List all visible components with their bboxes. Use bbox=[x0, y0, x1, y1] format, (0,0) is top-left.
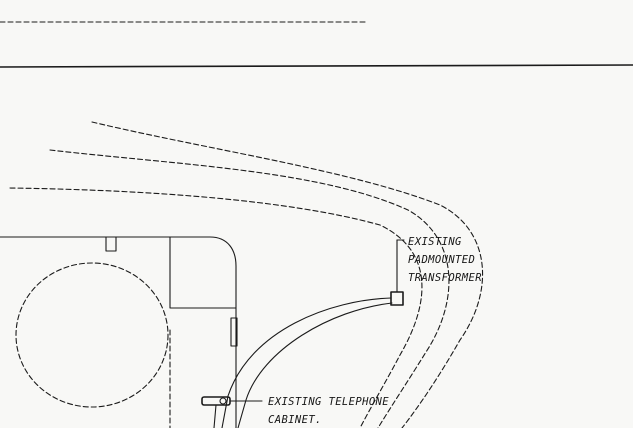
building-vent bbox=[105, 236, 117, 252]
feeder-line-2 bbox=[237, 302, 393, 428]
circular-tank bbox=[15, 262, 169, 408]
building-notch bbox=[230, 317, 238, 347]
telephone-label-line2: CABINET. bbox=[268, 414, 322, 426]
feeder-line-1 bbox=[221, 297, 392, 428]
building-inner-wall bbox=[169, 236, 237, 309]
building-outline bbox=[0, 236, 237, 428]
transformer-label-line3: TRANSFORMER bbox=[408, 272, 482, 284]
contour-line-1 bbox=[91, 121, 484, 428]
telephone-conduit bbox=[213, 404, 217, 428]
telephone-label-line1: EXISTING TELEPHONE bbox=[268, 396, 389, 408]
telephone-cabinet-knob bbox=[219, 397, 227, 405]
transformer-label-line1: EXISTING bbox=[408, 236, 462, 248]
top-border-line bbox=[0, 64, 633, 68]
transformer-label-line2: PADMOUNTED bbox=[408, 254, 475, 266]
contour-line-3 bbox=[9, 187, 423, 428]
contour-line-2 bbox=[49, 149, 450, 428]
transformer-box bbox=[390, 291, 404, 306]
